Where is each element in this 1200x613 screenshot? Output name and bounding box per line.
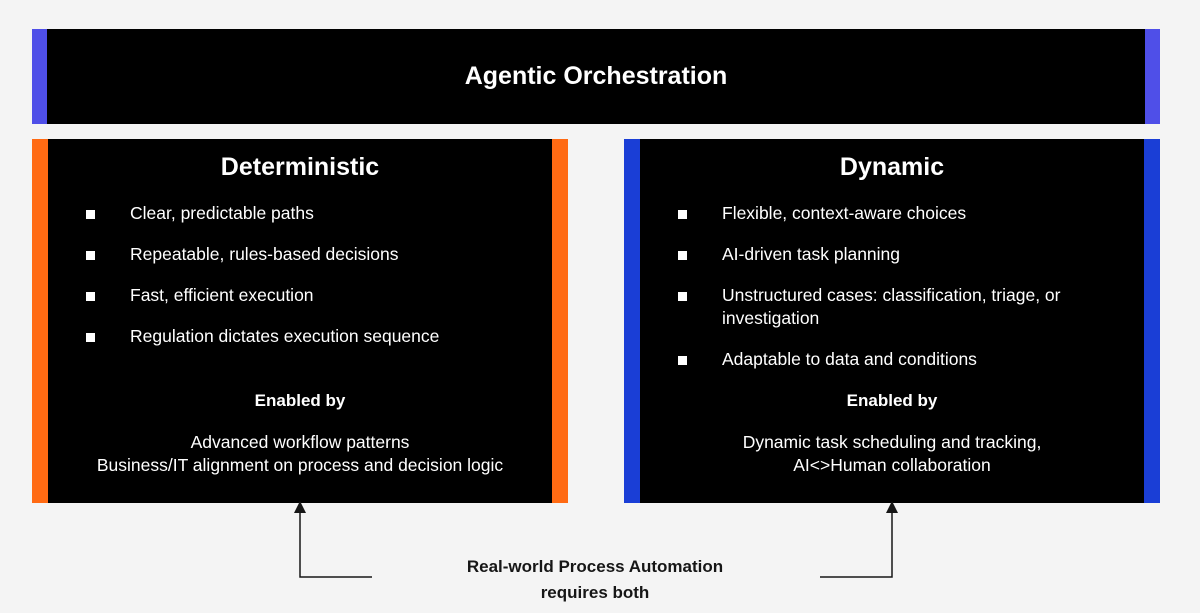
- bullet-square-icon: [86, 292, 95, 301]
- list-item: Regulation dictates execution sequence: [82, 325, 528, 348]
- orchestration-banner: Agentic Orchestration: [32, 29, 1160, 124]
- list-item-text: Repeatable, rules-based decisions: [130, 244, 399, 264]
- left-arrow-connector: [294, 501, 372, 578]
- bullet-square-icon: [86, 333, 95, 342]
- list-item: Repeatable, rules-based decisions: [82, 243, 528, 266]
- list-item-text: Adaptable to data and conditions: [722, 349, 977, 369]
- footer-line-2: requires both: [540, 583, 650, 602]
- list-item-text: Regulation dictates execution sequence: [130, 326, 440, 346]
- banner-accent-right: [1145, 29, 1160, 124]
- enabled-line: Business/IT alignment on process and dec…: [96, 455, 504, 475]
- footer-line-1: Real-world Process Automation: [466, 557, 724, 576]
- dynamic-accent-right: [1144, 139, 1160, 503]
- bullet-square-icon: [678, 292, 687, 301]
- list-item: Fast, efficient execution: [82, 284, 528, 307]
- enabled-line: Advanced workflow patterns: [190, 432, 410, 452]
- list-item: Clear, predictable paths: [82, 202, 528, 225]
- list-item-text: Fast, efficient execution: [130, 285, 314, 305]
- list-item: Adaptable to data and conditions: [674, 348, 1120, 371]
- deterministic-list: Clear, predictable paths Repeatable, rul…: [82, 202, 528, 366]
- deterministic-accent-right: [552, 139, 568, 503]
- deterministic-enabled-label: Enabled by: [254, 391, 346, 410]
- dynamic-panel: Dynamic Flexible, context-aware choices …: [624, 139, 1160, 503]
- list-item-text: Clear, predictable paths: [130, 203, 314, 223]
- list-item: Unstructured cases: classification, tria…: [674, 284, 1120, 330]
- deterministic-panel: Deterministic Clear, predictable paths R…: [32, 139, 568, 503]
- list-item: Flexible, context-aware choices: [674, 202, 1120, 225]
- deterministic-title: Deterministic: [220, 153, 380, 181]
- dynamic-enabled-text: Dynamic task scheduling and tracking, AI…: [624, 431, 1160, 477]
- dynamic-accent-left: [624, 139, 640, 503]
- bullet-square-icon: [678, 251, 687, 260]
- right-arrow-connector: [820, 501, 898, 578]
- list-item-text: AI-driven task planning: [722, 244, 901, 264]
- enabled-line: Dynamic task scheduling and tracking,: [742, 432, 1042, 452]
- bullet-square-icon: [86, 251, 95, 260]
- enabled-line: AI<>Human collaboration: [793, 455, 991, 475]
- list-item-text: Flexible, context-aware choices: [722, 203, 967, 223]
- bullet-square-icon: [678, 356, 687, 365]
- list-item: AI-driven task planning: [674, 243, 1120, 266]
- bullet-square-icon: [86, 210, 95, 219]
- banner-title: Agentic Orchestration: [464, 62, 728, 90]
- deterministic-accent-left: [32, 139, 48, 503]
- dynamic-enabled-label: Enabled by: [846, 391, 938, 410]
- deterministic-enabled-text: Advanced workflow patterns Business/IT a…: [32, 431, 568, 477]
- bullet-square-icon: [678, 210, 687, 219]
- dynamic-list: Flexible, context-aware choices AI-drive…: [674, 202, 1120, 389]
- footer-caption: Real-world Process Automation requires b…: [420, 554, 770, 606]
- banner-accent-left: [32, 29, 47, 124]
- dynamic-title: Dynamic: [839, 153, 945, 181]
- list-item-text: Unstructured cases: classification, tria…: [722, 285, 1061, 328]
